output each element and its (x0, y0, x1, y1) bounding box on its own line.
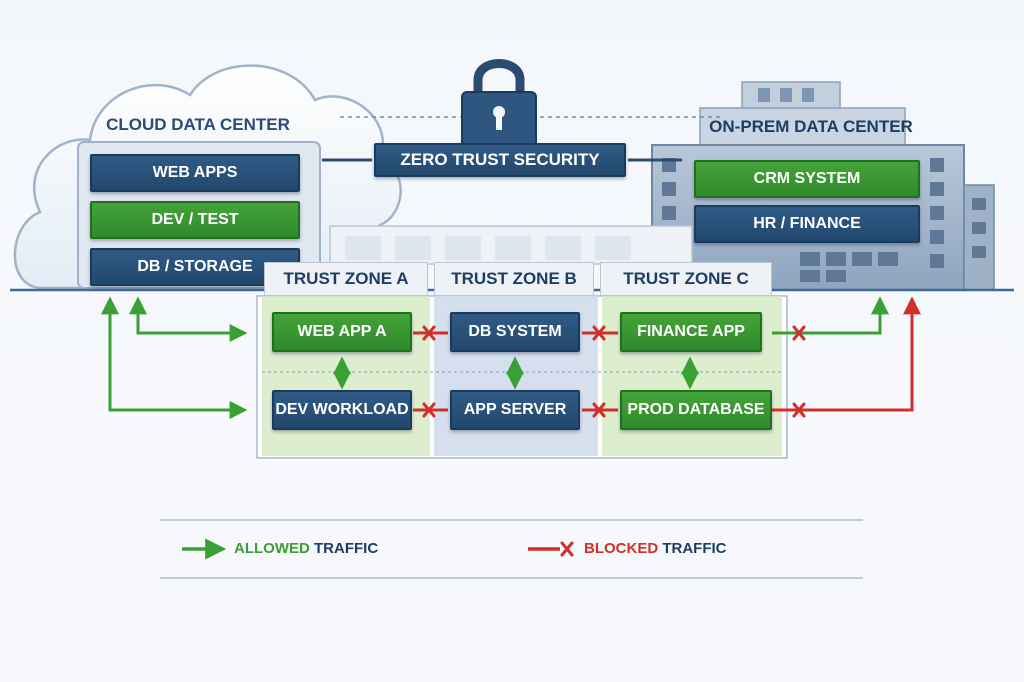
padlock-icon (461, 59, 537, 148)
zero-trust-banner: ZERO TRUST SECURITY (374, 143, 626, 177)
legend-allowed-traffic: TRAFFIC (314, 540, 379, 557)
onprem-tier-hr-finance[interactable]: HR / FINANCE (694, 205, 920, 243)
zone-c-prod-database[interactable]: PROD DATABASE (620, 390, 772, 430)
cloud-title: CLOUD DATA CENTER (106, 115, 290, 134)
zone-a-dev-workload[interactable]: DEV WORKLOAD (272, 390, 412, 430)
legend-blocked-word: BLOCKED (584, 540, 659, 557)
zone-b-title: TRUST ZONE B (434, 262, 594, 296)
cloud-tier-dev-test[interactable]: DEV / TEST (90, 201, 300, 239)
zone-a-title: TRUST ZONE A (264, 262, 428, 296)
legend-allowed-word: ALLOWED (234, 540, 310, 557)
onprem-title: ON-PREM DATA CENTER (709, 117, 913, 136)
zone-b-db-system[interactable]: DB SYSTEM (450, 312, 580, 352)
zone-c-finance-app[interactable]: FINANCE APP (620, 312, 762, 352)
legend-x-icon (560, 541, 574, 557)
x-block-icon (422, 325, 806, 418)
zone-c-title: TRUST ZONE C (600, 262, 772, 296)
zone-b-app-server[interactable]: APP SERVER (450, 390, 580, 430)
legend-blocked: BLOCKED TRAFFIC (584, 540, 727, 557)
legend-blocked-traffic: TRAFFIC (662, 540, 727, 557)
legend-allowed: ALLOWED TRAFFIC (234, 540, 378, 557)
allowed-traffic-cloud (101, 296, 889, 419)
onprem-tier-crm[interactable]: CRM SYSTEM (694, 160, 920, 198)
zone-a-web-app[interactable]: WEB APP A (272, 312, 412, 352)
cloud-tier-web-apps[interactable]: WEB APPS (90, 154, 300, 192)
